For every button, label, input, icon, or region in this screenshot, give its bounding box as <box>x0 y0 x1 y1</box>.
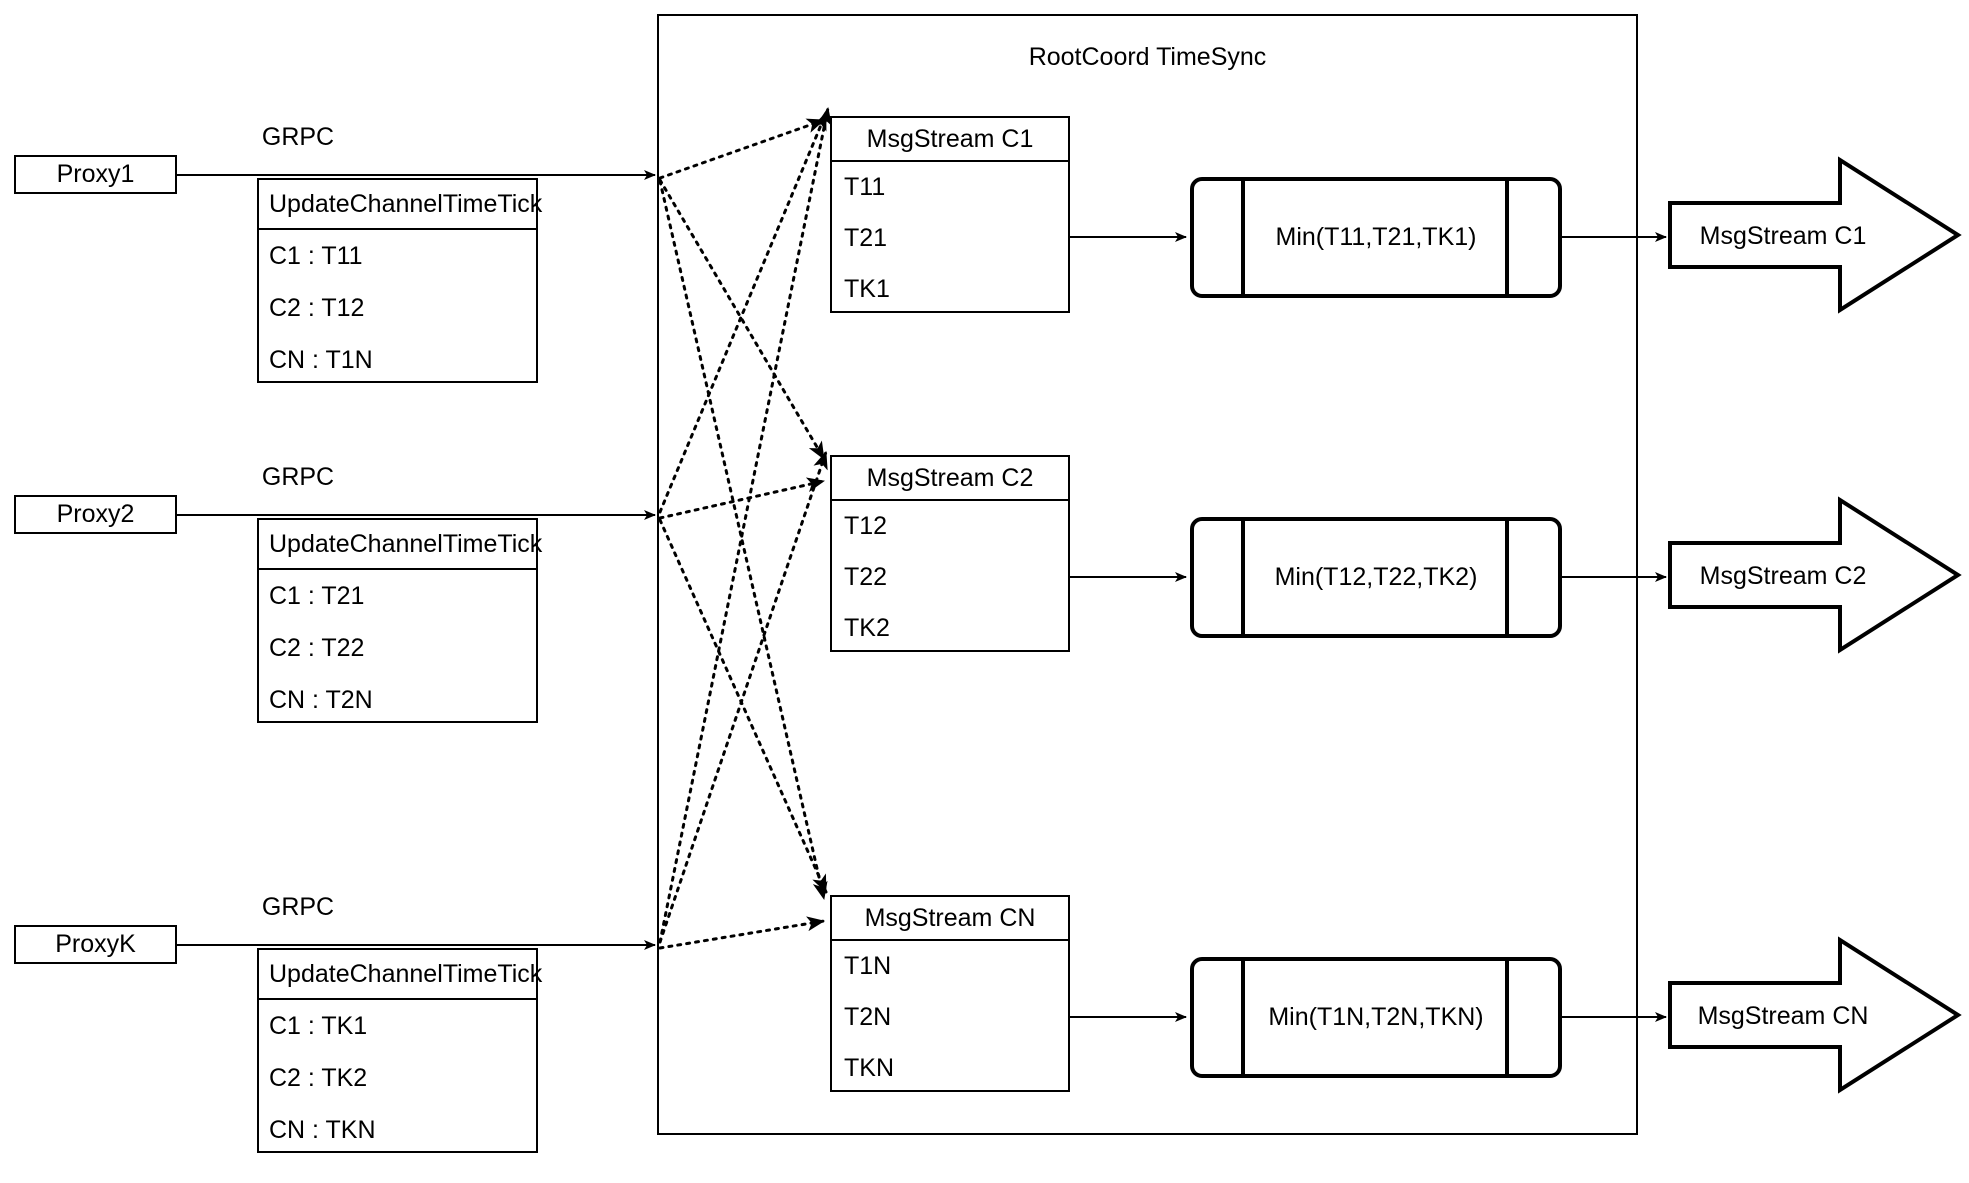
list-item: T12 <box>844 512 888 540</box>
output-arrow-shape-c1 <box>1668 156 1962 314</box>
proxy-box-proxy2[interactable]: Proxy2 <box>14 495 177 534</box>
msgstream-box-c1: MsgStream C1 T11 T21 TK1 <box>830 116 1070 313</box>
process-divider-left-c2 <box>1241 521 1245 634</box>
msgstream-box-c2: MsgStream C2 T12 T22 TK2 <box>830 455 1070 652</box>
list-item: TK2 <box>844 614 890 642</box>
update-table-rows-proxyk: C1 : TK1 C2 : TK2 CN : TKN <box>259 1000 536 1156</box>
msgstream-box-cn: MsgStream CN T1N T2N TKN <box>830 895 1070 1092</box>
list-item: TKN <box>844 1054 894 1082</box>
update-table-proxy2: UpdateChannelTimeTick C1 : T21 C2 : T22 … <box>257 518 542 726</box>
proxy-box-proxyk[interactable]: ProxyK <box>14 925 177 964</box>
update-table-header-proxy2: UpdateChannelTimeTick <box>259 520 542 570</box>
table-row: C2 : T22 <box>269 633 365 662</box>
process-divider-right-c2 <box>1505 521 1509 634</box>
output-arrow-shape-cn <box>1668 936 1962 1094</box>
proxy-box-proxy1[interactable]: Proxy1 <box>14 155 177 194</box>
process-box-min-c1: Min(T11,T21,TK1) <box>1190 177 1562 298</box>
update-table-rows-proxy1: C1 : T11 C2 : T12 CN : T1N <box>259 230 536 386</box>
grpc-label-proxyk: GRPC <box>261 893 335 921</box>
process-divider-left-cn <box>1241 961 1245 1074</box>
process-divider-left-c1 <box>1241 181 1245 294</box>
process-box-min-cn: Min(T1N,T2N,TKN) <box>1190 957 1562 1078</box>
msgstream-header-c2: MsgStream C2 <box>832 457 1068 501</box>
process-divider-right-c1 <box>1505 181 1509 294</box>
msgstream-items-c1: T11 T21 TK1 <box>832 162 1068 315</box>
table-row: CN : T1N <box>269 345 373 374</box>
update-table-rows-proxy2: C1 : T21 C2 : T22 CN : T2N <box>259 570 536 726</box>
msgstream-header-cn: MsgStream CN <box>832 897 1068 941</box>
msgstream-items-c2: T12 T22 TK2 <box>832 501 1068 654</box>
output-arrow-label-c1: MsgStream C1 <box>1699 222 1867 250</box>
list-item: T21 <box>844 224 888 252</box>
list-item: T1N <box>844 952 892 980</box>
table-row: C1 : T11 <box>269 241 363 270</box>
update-table-proxyk: UpdateChannelTimeTick C1 : TK1 C2 : TK2 … <box>257 948 542 1156</box>
output-arrow-label-c2: MsgStream C2 <box>1699 562 1867 590</box>
rootcoord-timesync-title: RootCoord TimeSync <box>1028 43 1267 71</box>
list-item: T22 <box>844 563 888 591</box>
table-row: C2 : T12 <box>269 293 365 322</box>
table-row: CN : T2N <box>269 685 373 714</box>
msgstream-header-c1: MsgStream C1 <box>832 118 1068 162</box>
update-table-header-proxy1: UpdateChannelTimeTick <box>259 180 542 230</box>
process-box-min-c2: Min(T12,T22,TK2) <box>1190 517 1562 638</box>
table-row: C1 : TK1 <box>269 1011 368 1040</box>
process-divider-right-cn <box>1505 961 1509 1074</box>
list-item: T2N <box>844 1003 892 1031</box>
list-item: T11 <box>844 173 886 201</box>
table-row: C2 : TK2 <box>269 1063 368 1092</box>
grpc-label-proxy1: GRPC <box>261 123 335 151</box>
table-row: C1 : T21 <box>269 581 365 610</box>
list-item: TK1 <box>844 275 890 303</box>
table-row: CN : TKN <box>269 1115 376 1144</box>
grpc-label-proxy2: GRPC <box>261 463 335 491</box>
update-table-header-proxyk: UpdateChannelTimeTick <box>259 950 542 1000</box>
update-table-proxy1: UpdateChannelTimeTick C1 : T11 C2 : T12 … <box>257 178 542 386</box>
msgstream-items-cn: T1N T2N TKN <box>832 941 1068 1094</box>
output-arrow-shape-c2 <box>1668 496 1962 654</box>
output-arrow-label-cn: MsgStream CN <box>1697 1002 1869 1030</box>
